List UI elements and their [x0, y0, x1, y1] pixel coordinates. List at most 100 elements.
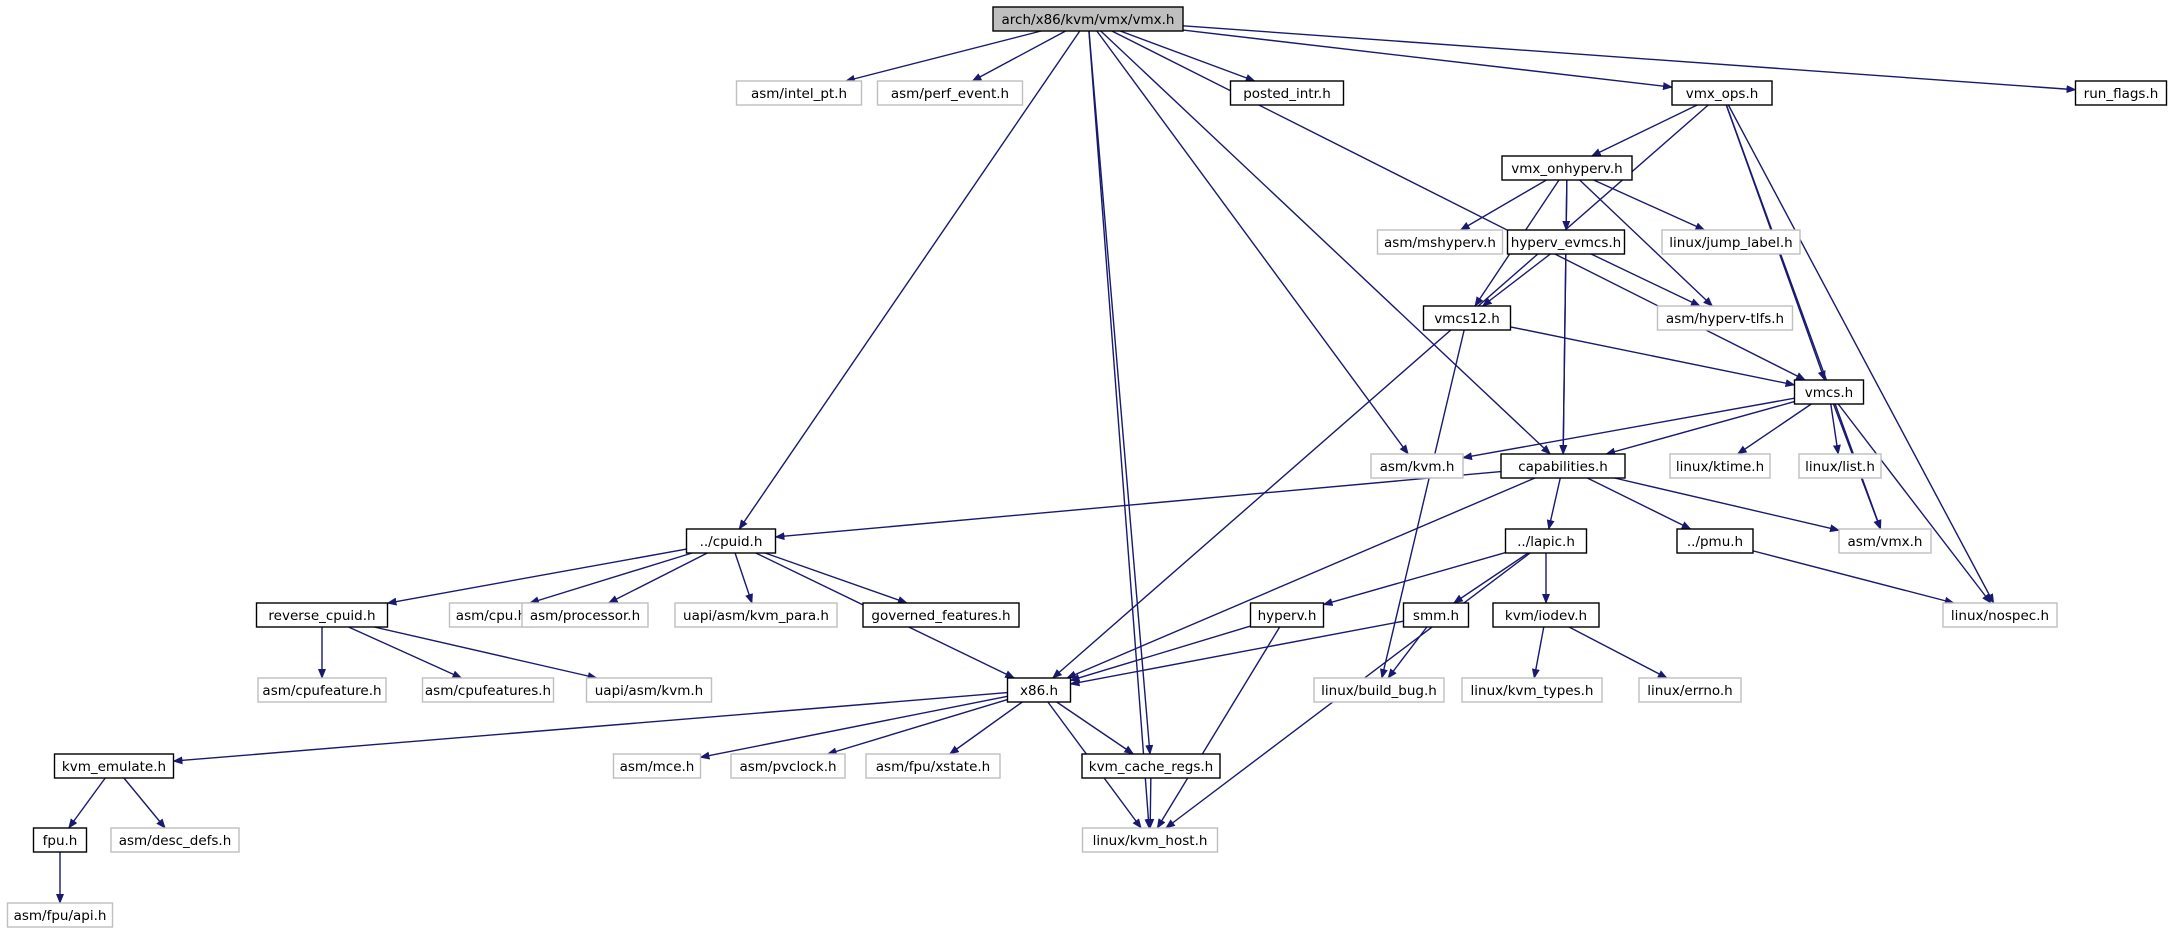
node-smm[interactable]: smm.h — [1402, 602, 1470, 628]
node-kvm_types-label: linux/kvm_types.h — [1471, 683, 1594, 699]
node-hyperv_evmcs[interactable]: hyperv_evmcs.h — [1506, 229, 1626, 255]
node-asm_kvm[interactable]: asm/kvm.h — [1370, 453, 1464, 479]
node-run_flags-box — [2074, 80, 2168, 106]
node-errno[interactable]: linux/errno.h — [1638, 677, 1742, 703]
edge-vmcs-to-asm_kvm — [1462, 397, 1795, 461]
edge-pmu-to-nospec — [1752, 550, 1955, 605]
node-vmcs12[interactable]: vmcs12.h — [1422, 305, 1512, 331]
node-vmx_onhyperv-box — [1501, 155, 1633, 181]
edge-reverse_cpuid-to-cpufeatures — [348, 626, 463, 679]
edge-vmx_ops-to-x86 — [1051, 104, 1709, 679]
node-iodev[interactable]: kvm/iodev.h — [1492, 602, 1600, 628]
node-intel_pt[interactable]: asm/intel_pt.h — [735, 80, 863, 106]
node-vmx_onhyperv[interactable]: vmx_onhyperv.h — [1501, 155, 1633, 181]
edge-x86-to-kvm_emulate — [172, 691, 1008, 765]
node-capabilities-box — [1500, 453, 1626, 479]
edge-kvm_emulate-to-fpu — [68, 777, 106, 829]
node-asm_vmx[interactable]: asm/vmx.h — [1838, 528, 1932, 554]
node-uapi_kvm[interactable]: uapi/asm/kvm.h — [585, 677, 713, 703]
node-capabilities[interactable]: capabilities.h — [1500, 453, 1626, 479]
node-governed-box — [862, 602, 1020, 628]
edge-vmx_onhyperv-to-hyperv_evmcs — [1562, 179, 1571, 231]
node-vmcs-box — [1793, 379, 1865, 405]
node-vmx_ops[interactable]: vmx_ops.h — [1671, 80, 1773, 106]
node-jump_label[interactable]: linux/jump_label.h — [1661, 229, 1801, 255]
node-kvm_types[interactable]: linux/kvm_types.h — [1461, 677, 1603, 703]
edge-vmx_h-to-intel_pt — [844, 30, 1042, 83]
node-intel_pt-label: asm/intel_pt.h — [751, 86, 847, 102]
node-mce[interactable]: asm/mce.h — [612, 753, 702, 779]
node-fpu[interactable]: fpu.h — [32, 827, 88, 853]
node-asm_vmx-label: asm/vmx.h — [1848, 534, 1923, 550]
node-iodev-box — [1492, 602, 1600, 628]
node-run_flags[interactable]: run_flags.h — [2074, 80, 2168, 106]
node-cpufeatures-box — [421, 677, 555, 703]
node-xstate[interactable]: asm/fpu/xstate.h — [865, 753, 1001, 779]
node-pmu[interactable]: ../pmu.h — [1676, 528, 1754, 554]
edge-vmx_h-to-vmx_ops — [1182, 29, 1673, 91]
node-vmcs[interactable]: vmcs.h — [1793, 379, 1865, 405]
node-hyperv_tlfs-box — [1656, 305, 1794, 331]
node-pvclock-box — [730, 753, 846, 779]
edge-lapic-to-hyperv — [1322, 551, 1506, 606]
node-perf_event[interactable]: asm/perf_event.h — [876, 80, 1024, 106]
node-desc_defs[interactable]: asm/desc_defs.h — [110, 827, 240, 853]
node-cpufeatures[interactable]: asm/cpufeatures.h — [421, 677, 555, 703]
node-errno-box — [1638, 677, 1742, 703]
node-hyperv_evmcs-label: hyperv_evmcs.h — [1511, 235, 1621, 251]
node-nospec-box — [1942, 602, 2058, 628]
node-ktime[interactable]: linux/ktime.h — [1669, 453, 1771, 479]
node-cpufeature[interactable]: asm/cpufeature.h — [257, 677, 387, 703]
node-kvm_para[interactable]: uapi/asm/kvm_para.h — [674, 602, 838, 628]
edge-capabilities-to-pmu — [1587, 477, 1692, 530]
node-kvm_emulate[interactable]: kvm_emulate.h — [53, 753, 175, 779]
node-fpu_api-label: asm/fpu/api.h — [14, 908, 107, 924]
node-lapic[interactable]: ../lapic.h — [1504, 528, 1588, 554]
edge-vmx_onhyperv-to-mshyperv — [1459, 179, 1547, 231]
node-cpuid[interactable]: ../cpuid.h — [685, 528, 777, 554]
node-kvm_emulate-label: kvm_emulate.h — [62, 759, 166, 775]
node-ktime-box — [1669, 453, 1771, 479]
node-reverse_cpuid[interactable]: reverse_cpuid.h — [255, 602, 389, 628]
edge-vmcs12-to-vmcs — [1510, 326, 1796, 388]
edge-vmcs-to-ktime — [1736, 403, 1812, 455]
node-jump_label-box — [1661, 229, 1801, 255]
node-cpuid-label: ../cpuid.h — [700, 534, 763, 550]
node-vmx_h[interactable]: arch/x86/kvm/vmx/vmx.h — [992, 6, 1184, 32]
edge-hyperv_evmcs-to-capabilities — [1559, 253, 1568, 455]
node-asm_cpu[interactable]: asm/cpu.h — [448, 602, 534, 628]
node-fpu_api[interactable]: asm/fpu/api.h — [6, 902, 114, 928]
node-pvclock[interactable]: asm/pvclock.h — [730, 753, 846, 779]
node-mshyperv[interactable]: asm/mshyperv.h — [1376, 229, 1504, 255]
node-x86-label: x86.h — [1020, 683, 1058, 699]
node-hyperv[interactable]: hyperv.h — [1249, 602, 1325, 628]
node-intel_pt-box — [735, 80, 863, 106]
node-xstate-label: asm/fpu/xstate.h — [876, 759, 990, 775]
node-xstate-box — [865, 753, 1001, 779]
node-hyperv_tlfs[interactable]: asm/hyperv-tlfs.h — [1656, 305, 1794, 331]
node-asm_processor[interactable]: asm/processor.h — [521, 602, 649, 628]
node-posted_intr[interactable]: posted_intr.h — [1229, 80, 1345, 106]
node-governed[interactable]: governed_features.h — [862, 602, 1020, 628]
node-x86[interactable]: x86.h — [1006, 677, 1072, 703]
node-kvm_emulate-box — [53, 753, 175, 779]
node-kvm_cache_regs[interactable]: kvm_cache_regs.h — [1081, 753, 1221, 779]
node-perf_event-label: asm/perf_event.h — [891, 86, 1009, 102]
edge-capabilities-to-cpuid — [774, 470, 1502, 541]
edge-x86-to-kvm_cache_regs — [1056, 701, 1135, 755]
node-build_bug[interactable]: linux/build_bug.h — [1313, 677, 1445, 703]
node-hyperv_evmcs-box — [1506, 229, 1626, 255]
edge-kvm_emulate-to-desc_defs — [123, 777, 166, 829]
node-nospec[interactable]: linux/nospec.h — [1942, 602, 2058, 628]
node-list[interactable]: linux/list.h — [1798, 453, 1882, 479]
edge-cpuid-to-asm_processor — [607, 552, 708, 604]
edge-hyperv_evmcs-to-hyperv_tlfs — [1590, 253, 1701, 307]
node-lapic-box — [1504, 528, 1588, 554]
node-kvm_host-label: linux/kvm_host.h — [1093, 833, 1208, 849]
edge-smm-to-build_bug — [1387, 626, 1428, 679]
node-kvm_host[interactable]: linux/kvm_host.h — [1081, 827, 1219, 853]
edge-smm-to-x86 — [1069, 620, 1404, 687]
edge-vmx_h-to-asm_kvm — [1096, 30, 1409, 455]
node-kvm_para-box — [674, 602, 838, 628]
